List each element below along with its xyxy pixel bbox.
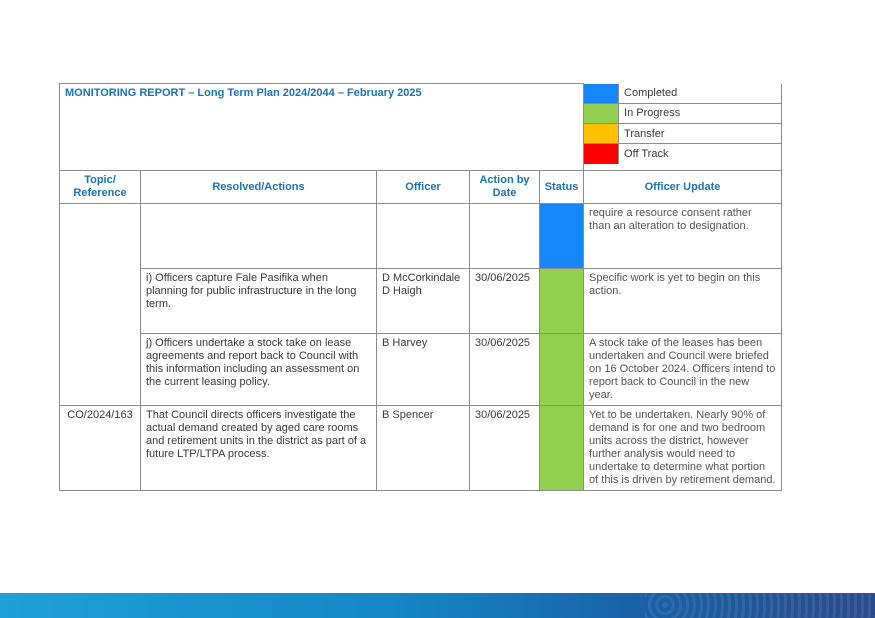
legend-label-off-track: Off Track (624, 147, 669, 160)
legend-label-in-progress: In Progress (618, 103, 782, 124)
officer-cell (376, 203, 470, 269)
status-indicator (538, 405, 585, 491)
legend-item-completed: Completed (584, 83, 782, 104)
legend-item-in-progress: In Progress (584, 103, 782, 124)
report-title-row: MONITORING REPORT – Long Term Plan 2024/… (58, 83, 783, 171)
status-legend-cell: Completed In Progress Transfer Off Track (583, 83, 783, 171)
action-by-cell: 30/06/2025 (469, 333, 540, 406)
legend-label-transfer: Transfer (618, 123, 782, 145)
officer-update-cell: Specific work is yet to begin on this ac… (583, 268, 783, 334)
header-topic: Topic/ Reference (59, 170, 141, 204)
table-row: require a resource consent rather than a… (59, 203, 783, 406)
action-by-cell: 30/06/2025 (469, 268, 540, 334)
status-indicator (538, 333, 585, 406)
header-action-by-date: Action by Date (469, 170, 540, 204)
footer-pattern (645, 593, 875, 618)
action-by-cell: 30/06/2025 (469, 405, 540, 491)
officer-update-cell: Yet to be undertaken. Nearly 90% of dema… (583, 405, 783, 491)
legend-swatch-completed (584, 83, 620, 104)
column-header-row: Topic/ Reference Resolved/Actions Office… (59, 170, 783, 204)
status-legend: Completed In Progress Transfer Off Track (584, 83, 782, 164)
legend-swatch-off-track (584, 143, 620, 164)
officer-update-cell: require a resource consent rather than a… (583, 203, 783, 269)
report-title-cell: MONITORING REPORT – Long Term Plan 2024/… (58, 83, 585, 171)
resolved-cell: j) Officers undertake a stock take on le… (140, 333, 377, 406)
resolved-cell: i) Officers capture Fale Pasifika when p… (140, 268, 377, 334)
report-title: MONITORING REPORT – Long Term Plan 2024/… (65, 87, 422, 99)
legend-item-transfer: Transfer (584, 123, 782, 145)
header-resolved-actions: Resolved/Actions (140, 170, 377, 204)
header-officer-update: Officer Update (583, 170, 783, 204)
officer-update-cell: A stock take of the leases has been unde… (583, 333, 783, 406)
resolved-cell (140, 203, 377, 269)
action-by-cell (469, 203, 540, 269)
header-officer: Officer (376, 170, 470, 204)
table-row: CO/2024/163 That Council directs officer… (59, 405, 783, 491)
table-row: i) Officers capture Fale Pasifika when p… (60, 268, 783, 334)
monitoring-report-table: MONITORING REPORT – Long Term Plan 2024/… (58, 83, 783, 491)
resolved-cell: That Council directs officers investigat… (140, 405, 377, 491)
footer-band (0, 593, 875, 618)
status-indicator (538, 203, 585, 269)
header-status: Status (538, 170, 585, 204)
topic-cell (59, 203, 141, 406)
table-row: j) Officers undertake a stock take on le… (60, 333, 783, 406)
status-indicator (538, 268, 585, 334)
officer-cell: B Spencer (376, 405, 470, 491)
topic-cell: CO/2024/163 (59, 405, 141, 491)
legend-item-off-track: Off Track (584, 143, 781, 164)
legend-label-completed: Completed (618, 83, 782, 104)
officer-cell: B Harvey (376, 333, 470, 406)
officer-cell: D McCorkindale D Haigh (376, 268, 470, 334)
legend-swatch-transfer (584, 123, 620, 145)
legend-swatch-in-progress (584, 103, 620, 124)
